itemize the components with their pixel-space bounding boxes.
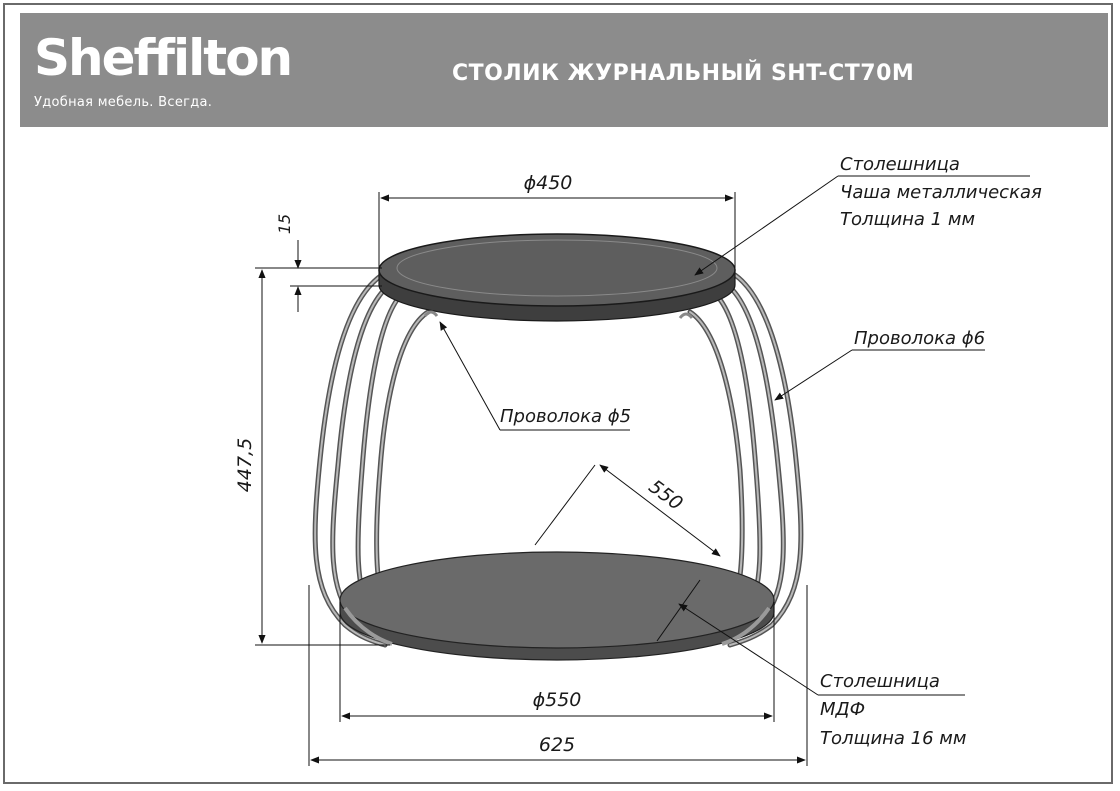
- callout-top-line-2: Чаша металлическая: [840, 182, 1042, 203]
- dim-overall-width: 625: [539, 734, 575, 756]
- dim-top-thickness: 15: [275, 214, 294, 234]
- dim-top-diameter: ϕ450: [524, 172, 573, 194]
- dim-diagonal: 550: [645, 476, 687, 515]
- leader-lines: [439, 175, 1030, 696]
- dimension-lines: [255, 192, 808, 766]
- page-border: [3, 3, 1113, 784]
- callout-top-line-1: Столешница: [840, 154, 960, 175]
- dim-height: 447,5: [234, 438, 256, 492]
- callout-bottom-line-3: Толщина 16 мм: [820, 728, 966, 749]
- dim-bottom-diameter: ϕ550: [533, 689, 582, 711]
- top-bowl: [378, 233, 736, 322]
- header-banner: Sheffilton Удобная мебель. Всегда. СТОЛИ…: [20, 13, 1108, 127]
- bottom-shelf: [339, 551, 775, 661]
- callout-bottom-line-2: МДФ: [820, 699, 865, 720]
- brand-tagline: Удобная мебель. Всегда.: [34, 95, 213, 110]
- callout-top-line-3: Толщина 1 мм: [840, 209, 975, 230]
- callout-wire-inner: Проволока ϕ5: [500, 406, 631, 427]
- callout-wire-outer: Проволока ϕ6: [854, 328, 985, 349]
- callout-bottom-line-1: Столешница: [820, 671, 940, 692]
- product-title: СТОЛИК ЖУРНАЛЬНЫЙ SHT-CT70M: [452, 61, 915, 86]
- brand-logo: Sheffilton: [34, 29, 293, 87]
